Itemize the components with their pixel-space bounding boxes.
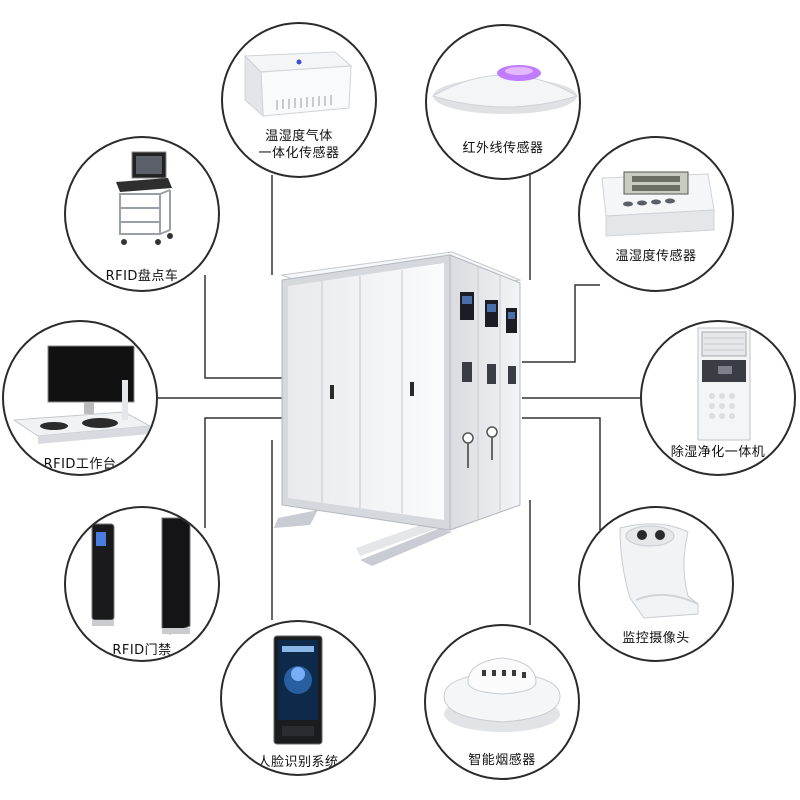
device-temp-humidity-sensor[interactable]: 温湿度传感器 xyxy=(578,136,734,292)
connector-gate xyxy=(204,417,283,528)
connector-cart xyxy=(204,275,283,379)
device-label: 智能烟感器 xyxy=(468,753,536,768)
device-rfid-workstation[interactable]: RFID工作台 xyxy=(2,320,158,476)
workstation-icon xyxy=(12,345,152,444)
lcd-sensor-icon xyxy=(601,171,715,237)
device-label: RFID工作台 xyxy=(43,457,117,472)
device-surveillance-camera[interactable]: 监控摄像头 xyxy=(578,506,734,662)
device-smoke-sensor[interactable]: 智能烟感器 xyxy=(424,624,580,780)
device-label: 温湿度气体 一体化传感器 xyxy=(258,129,340,161)
device-label: 监控摄像头 xyxy=(622,631,690,646)
device-infrared-sensor[interactable]: 红外线传感器 xyxy=(425,24,581,180)
sensor-box-icon xyxy=(243,51,353,118)
device-dehumidify-purifier[interactable]: 除湿净化一体机 xyxy=(640,320,796,476)
smoke-detector-icon xyxy=(443,657,561,732)
gate-icon xyxy=(91,517,191,635)
device-label: 人脸识别系统 xyxy=(257,755,339,770)
device-label: RFID门禁 xyxy=(112,643,172,658)
dehumidifier-icon xyxy=(697,327,751,441)
device-label: 温湿度传感器 xyxy=(615,249,697,264)
connector-temp xyxy=(522,284,600,363)
device-label: 红外线传感器 xyxy=(462,141,544,156)
device-label: 除湿净化一体机 xyxy=(670,445,766,460)
device-temp-humidity-gas-sensor[interactable]: 温湿度气体 一体化传感器 xyxy=(221,22,377,178)
cart-icon xyxy=(116,151,173,245)
device-rfid-inventory-cart[interactable]: RFID盘点车 xyxy=(64,136,220,292)
face-terminal-icon xyxy=(273,635,323,745)
camera-icon xyxy=(619,523,699,619)
infrared-dome-icon xyxy=(431,65,579,114)
device-face-recognition[interactable]: 人脸识别系统 xyxy=(220,620,376,776)
connector-camera xyxy=(522,417,601,530)
device-rfid-gate[interactable]: RFID门禁 xyxy=(64,506,220,662)
device-label: RFID盘点车 xyxy=(105,269,179,284)
